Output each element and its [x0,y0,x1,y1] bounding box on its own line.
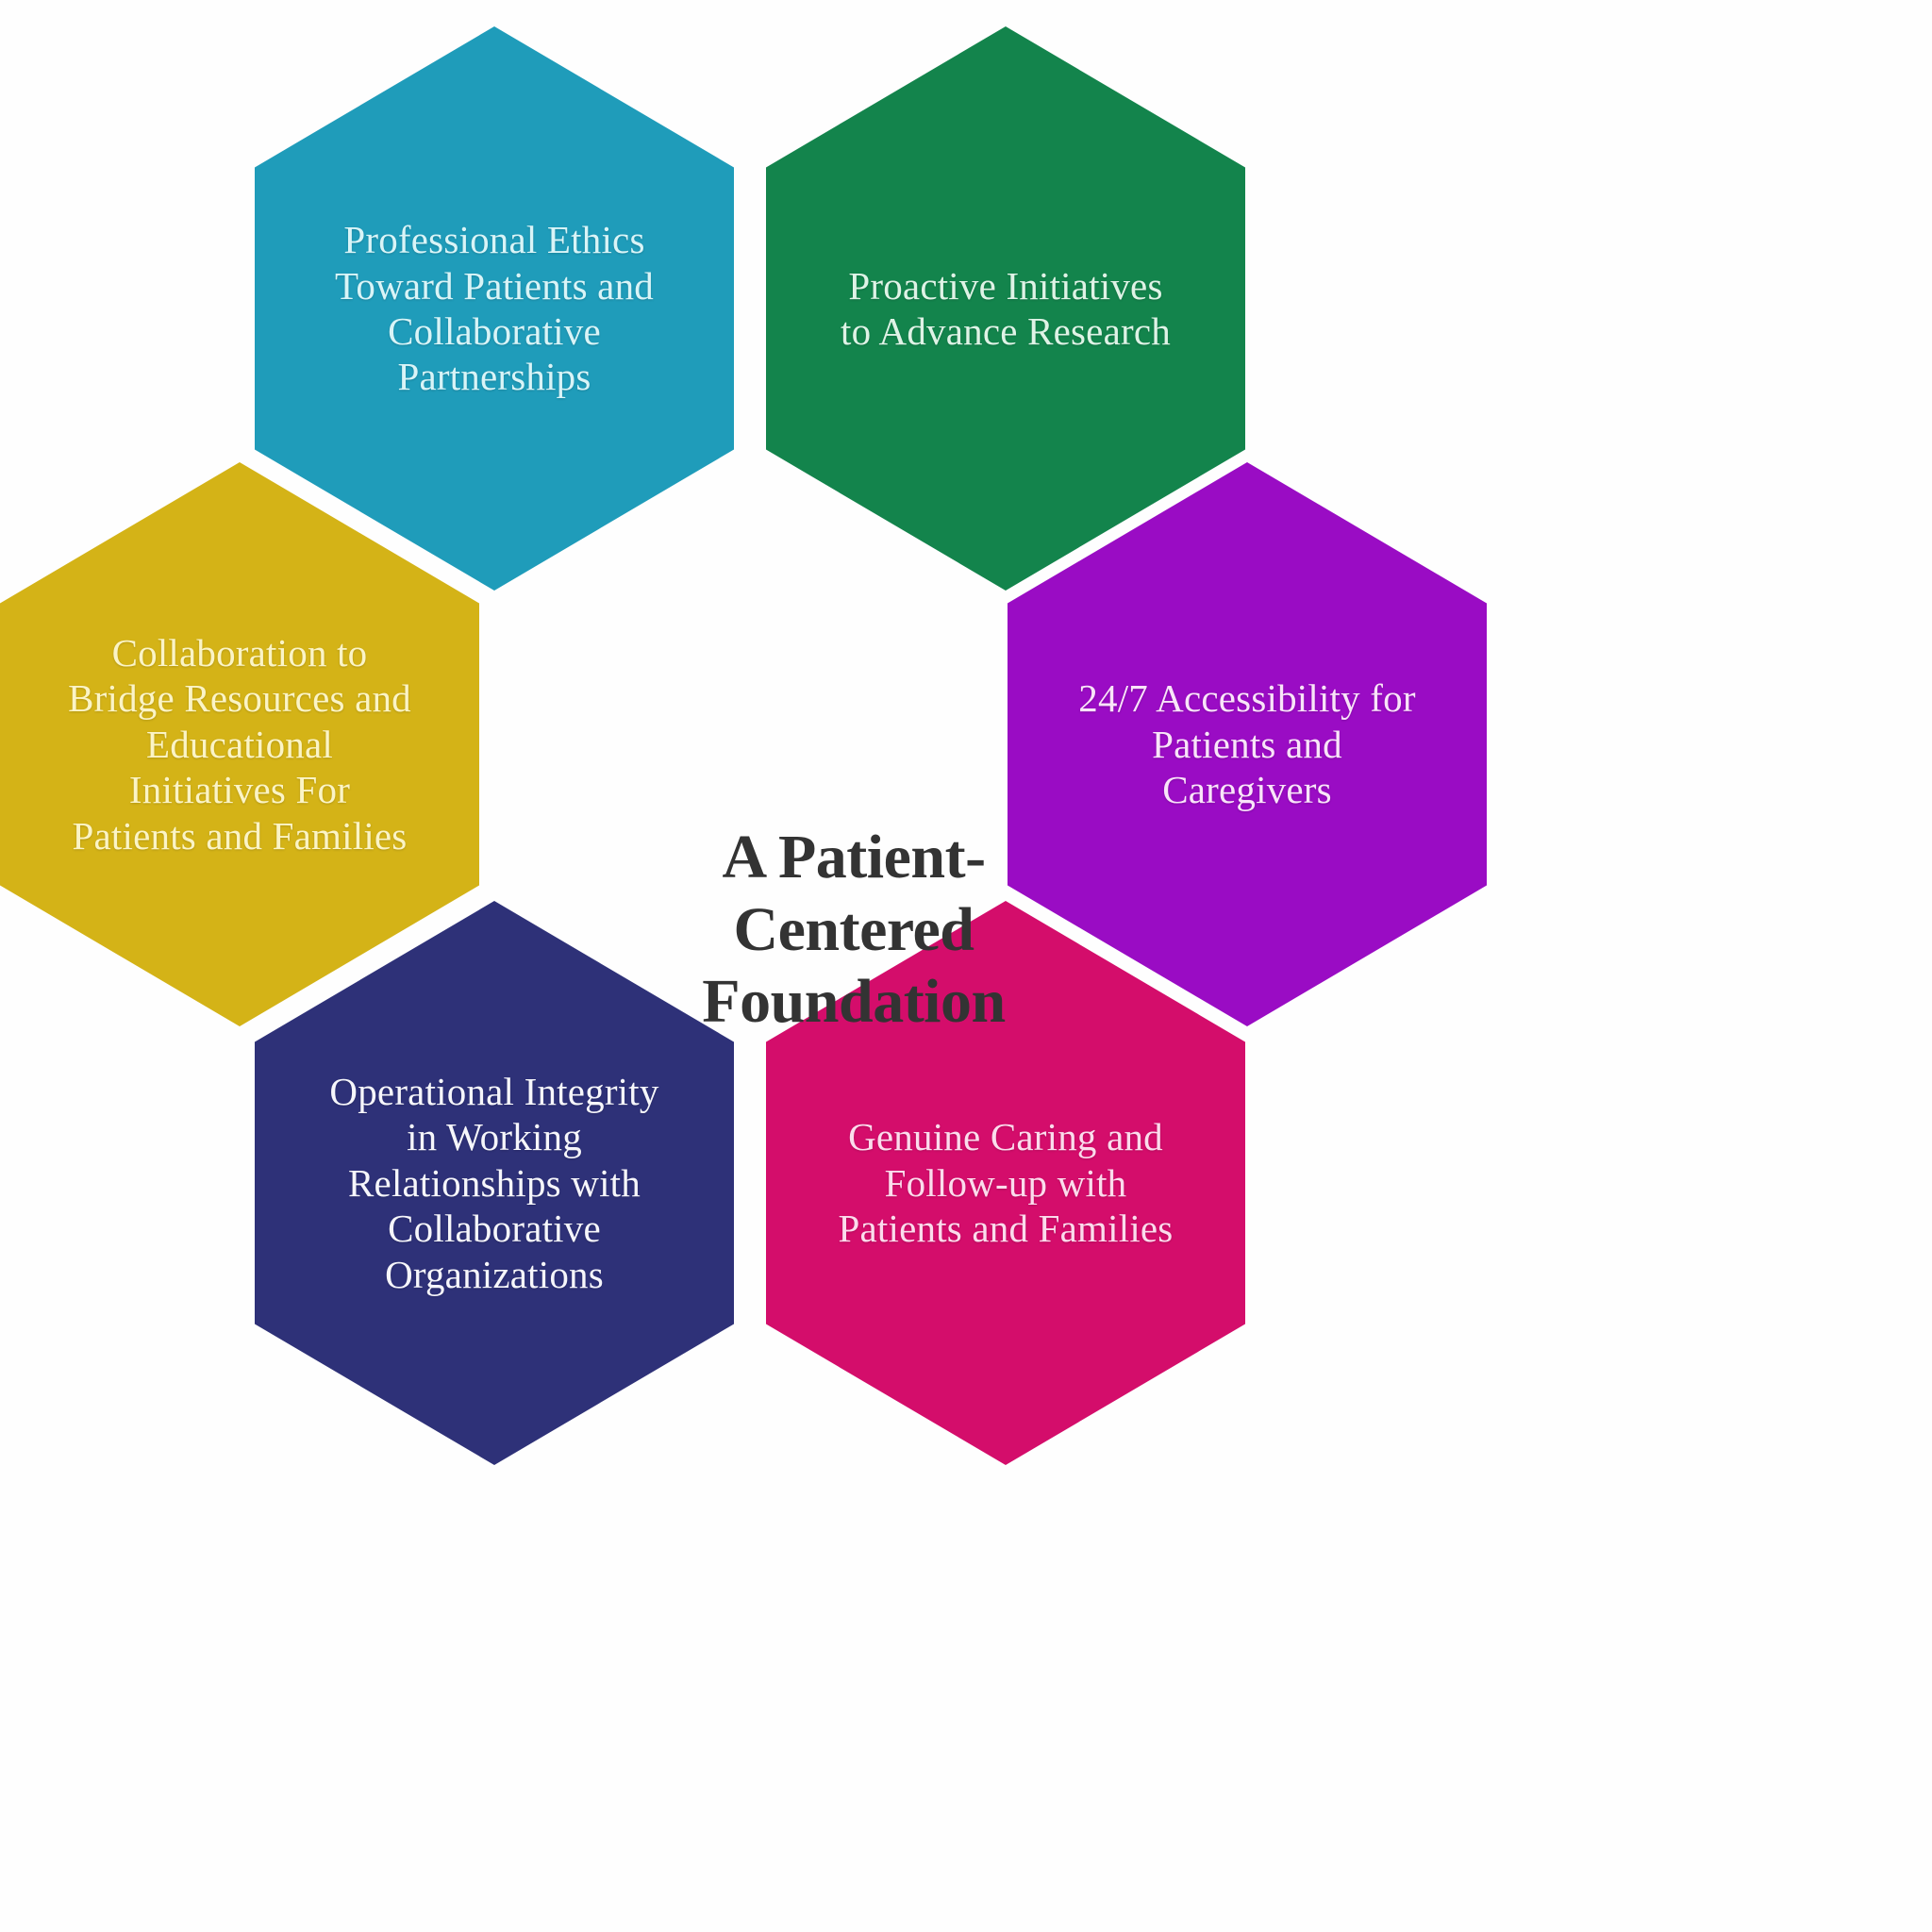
hexagon-collaboration-bridge-resources-label: Collaboration to Bridge Resources and Ed… [68,631,411,858]
hexagon-genuine-caring-label: Genuine Caring and Follow-up with Patien… [838,1115,1174,1251]
hexagon-professional-ethics-label: Professional Ethics Toward Patients and … [335,218,654,399]
hexagon-collaboration-bridge-resources[interactable]: Collaboration to Bridge Resources and Ed… [0,462,479,1026]
center-title: A Patient- Centered Foundation [702,823,1006,1037]
hexagon-proactive-initiatives-label: Proactive Initiatives to Advance Researc… [841,263,1171,353]
hexagon-professional-ethics[interactable]: Professional Ethics Toward Patients and … [255,26,734,591]
hexagon-accessibility-label: 24/7 Accessibility for Patients and Care… [1078,676,1416,812]
hexagon-operational-integrity-label: Operational Integrity in Working Relatio… [329,1070,659,1296]
